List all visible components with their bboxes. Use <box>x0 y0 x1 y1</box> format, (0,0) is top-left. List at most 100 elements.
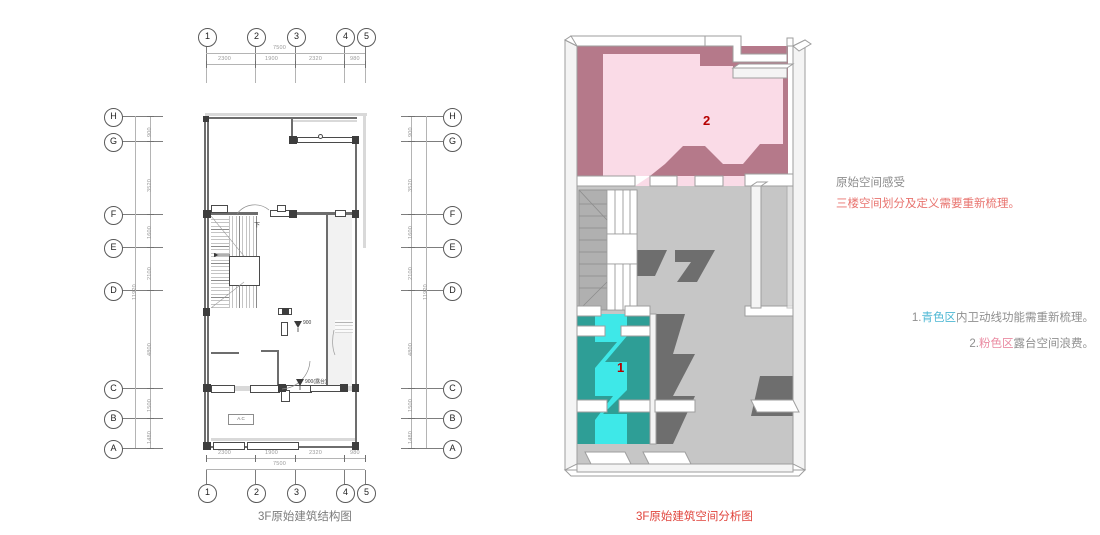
partition-wall-mid-left <box>211 352 239 354</box>
grid-lead-row-D <box>121 290 163 291</box>
grid-lead-col-4 <box>344 45 345 65</box>
window-mullion <box>318 134 323 139</box>
bottom-dim-tick <box>295 455 296 462</box>
right-dimension-text-1: 900 <box>408 127 414 137</box>
left-total-dimension-line <box>135 116 136 448</box>
exterior-wall-right <box>355 140 357 448</box>
note-item-1-index: 1. <box>911 312 922 324</box>
grid-lead-row-B-right <box>401 418 443 419</box>
window-left-upper <box>211 205 228 213</box>
bottom-total-dimension-line <box>206 469 365 470</box>
right-dim-tick <box>408 418 415 419</box>
right-dim-tick <box>408 214 415 215</box>
right-dim-tick <box>408 290 415 291</box>
grid-bubble-row-A-right: A <box>443 440 462 459</box>
column <box>203 442 211 450</box>
window-bottom-wall-right <box>247 442 299 450</box>
door-panel-right <box>335 210 346 217</box>
grid-lead-row-E <box>121 247 163 248</box>
fixture-hatch <box>335 320 353 333</box>
grid-bubble-row-E-right: E <box>443 239 462 258</box>
grid-bubble-row-A: A <box>104 440 123 459</box>
right-dimension-text-4: 2100 <box>408 266 414 280</box>
right-dimension-text-5: 4800 <box>408 342 414 356</box>
right-total-dimension-text: 11920 <box>423 284 429 300</box>
column <box>352 442 359 450</box>
top-dim-tick <box>255 61 256 68</box>
column <box>340 384 348 392</box>
column <box>203 210 211 218</box>
right-dim-tick <box>408 247 415 248</box>
grid-bubble-row-B-right: B <box>443 410 462 429</box>
grid-lead-col-2 <box>255 45 256 65</box>
left-dimension-text-1: 900 <box>147 127 153 137</box>
column <box>203 384 211 392</box>
stair-treads-upper <box>229 216 258 256</box>
column <box>352 136 359 144</box>
top-dimension-text-2: 1900 <box>265 56 279 62</box>
bottom-dimension-line <box>206 458 365 459</box>
column <box>282 308 289 315</box>
grid-bubble-col-4-bottom: 4 <box>336 484 355 503</box>
top-dimension-text-3: 2320 <box>309 56 323 62</box>
bottom-dim-tick <box>365 455 366 462</box>
zone-2-label: 2 <box>703 113 710 128</box>
column <box>278 384 286 392</box>
note-item-1-tag: 青色区 <box>921 312 957 324</box>
top-dim-tick <box>344 61 345 68</box>
grid-bubble-row-D: D <box>104 282 123 301</box>
grid-lead-row-G-right <box>401 141 443 142</box>
grid-extension-col-5 <box>365 65 366 83</box>
top-dim-tick <box>206 61 207 68</box>
stair-direction-arrow <box>214 253 230 257</box>
left-dim-tick <box>147 247 154 248</box>
note-item-2-index: 2. <box>969 338 979 350</box>
grid-lead-col-5-bottom <box>365 470 366 484</box>
exterior-offset-right <box>363 113 366 248</box>
grid-extension-col-2 <box>255 65 256 83</box>
cad-floor-plan: 1 2 3 4 5 7500 2300 1900 2320 980 H G F <box>95 20 485 503</box>
grid-lead-row-A <box>121 448 163 449</box>
grid-lead-row-E-right <box>401 247 443 248</box>
bottom-dimension-text-1: 2300 <box>218 450 232 456</box>
grid-bubble-col-5: 5 <box>357 28 376 47</box>
caption-left-plan: 3F原始建筑结构图 <box>258 511 352 523</box>
left-dimension-text-6: 1500 <box>147 398 153 412</box>
grid-bubble-col-3: 3 <box>287 28 306 47</box>
grid-lead-col-5 <box>365 45 366 65</box>
stair-assembly-3d <box>578 189 638 311</box>
left-dim-tick <box>147 290 154 291</box>
bottom-dim-tick <box>255 455 256 462</box>
grid-bubble-row-C-right: C <box>443 380 462 399</box>
exterior-offset-top <box>205 113 367 116</box>
bottom-total-dimension-text: 7500 <box>273 461 287 467</box>
right-dimension-line <box>411 116 412 448</box>
grid-lead-col-3-bottom <box>295 470 296 484</box>
grid-lead-row-H-right <box>401 116 443 117</box>
level-marker-symbol-1 <box>294 321 302 332</box>
bottom-dimension-text-2: 1900 <box>265 450 279 456</box>
grid-lead-row-G <box>121 141 163 142</box>
right-dim-tick <box>408 141 415 142</box>
notes-heading: 原始空间感受 <box>836 177 905 189</box>
grid-lead-col-4-bottom <box>344 470 345 484</box>
grid-extension-col-1 <box>206 65 207 83</box>
grid-bubble-row-E: E <box>104 239 123 258</box>
grid-lead-col-1 <box>206 45 207 65</box>
top-dim-tick <box>295 61 296 68</box>
column <box>289 210 297 218</box>
partition-wall-mid-center-v <box>277 350 279 388</box>
window-bottom-wall-left <box>213 442 245 450</box>
top-dimension-line <box>206 64 365 65</box>
right-dimension-text-7: 1480 <box>408 430 414 444</box>
top-dimension-text-1: 2300 <box>218 56 232 62</box>
note-item-2-text: 露台空间浪费。 <box>1013 338 1095 350</box>
analysis-svg: .wfill{fill:#f4f4f4;stroke:#9e9e9e;strok… <box>563 35 812 477</box>
column <box>352 210 359 218</box>
wall-assembly-3d <box>563 35 812 477</box>
grid-bubble-col-5-bottom: 5 <box>357 484 376 503</box>
level-mark-2: 900(露台) <box>305 379 327 385</box>
column <box>203 308 210 316</box>
grid-bubble-row-H-right: H <box>443 108 462 127</box>
